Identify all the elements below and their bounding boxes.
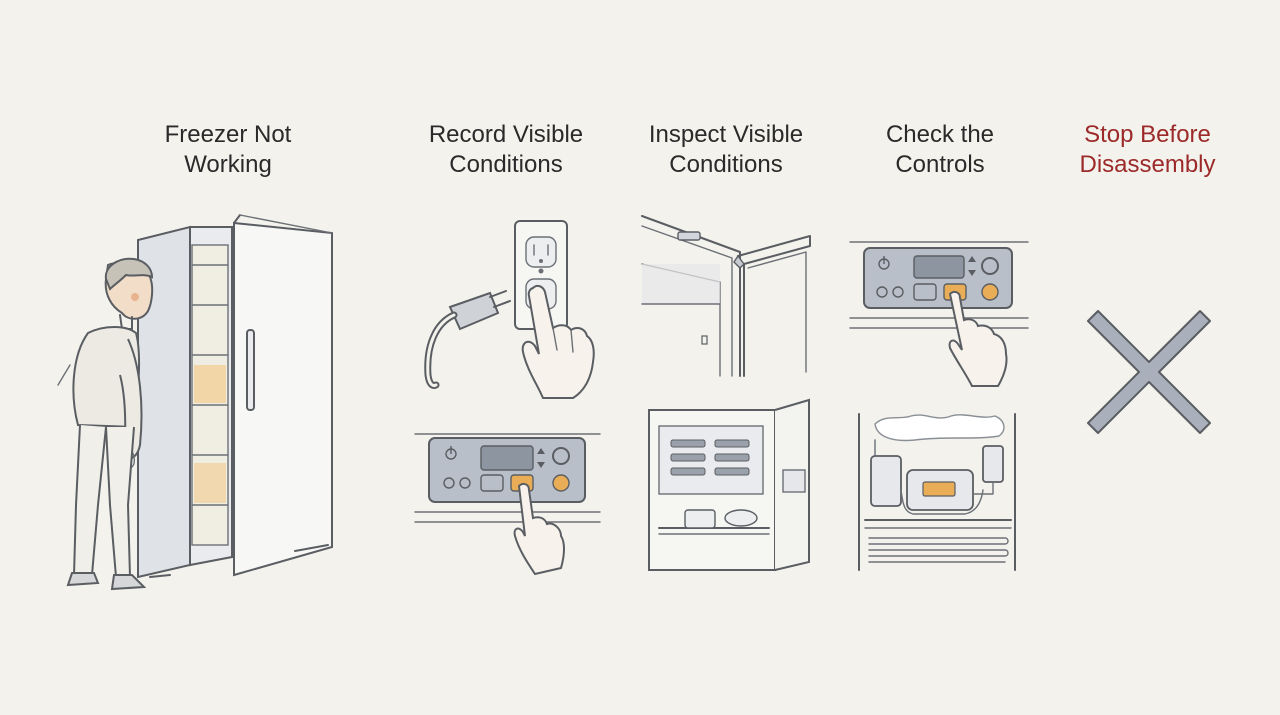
plug-icon — [424, 290, 511, 389]
step-freezer-not-working: Freezer Not Working — [108, 0, 348, 715]
step-title: Record Visible Conditions — [396, 120, 616, 180]
step-title-line1: Inspect Visible — [648, 121, 804, 148]
step-record-visible-conditions: Record Visible Conditions — [396, 0, 616, 715]
step-stop-before-disassembly: Stop Before Disassembly — [1040, 0, 1255, 715]
door-seal-icon — [641, 215, 811, 377]
person-icon — [57, 257, 154, 591]
step-title: Stop Before Disassembly — [1040, 120, 1255, 180]
step-title-line2: Disassembly — [1079, 151, 1216, 178]
step-title-line2: Conditions — [669, 151, 783, 178]
compressor-icon — [858, 413, 1016, 571]
wall-outlet-icon — [514, 220, 568, 330]
x-mark-icon — [1087, 310, 1211, 434]
step-title: Check the Controls — [830, 120, 1050, 180]
step-title-line2: Working — [184, 151, 272, 178]
step-check-the-controls: Check the Controls — [830, 0, 1050, 715]
step-title-line1: Freezer Not — [164, 121, 292, 148]
control-panel-icon — [414, 433, 601, 576]
open-freezer-icon — [137, 214, 333, 579]
hand-icon — [521, 284, 595, 399]
step-title-line1: Record Visible — [428, 121, 584, 148]
step-title: Inspect Visible Conditions — [616, 120, 836, 180]
freezer-interior-icon — [648, 398, 810, 571]
step-title-line2: Controls — [895, 151, 985, 178]
step-title: Freezer Not Working — [108, 120, 348, 180]
step-inspect-visible-conditions: Inspect Visible Conditions — [616, 0, 836, 715]
step-title-line2: Conditions — [449, 151, 563, 178]
step-title-line1: Check the — [885, 121, 995, 148]
control-panel-icon — [849, 241, 1029, 387]
step-title-line1: Stop Before — [1084, 121, 1211, 148]
